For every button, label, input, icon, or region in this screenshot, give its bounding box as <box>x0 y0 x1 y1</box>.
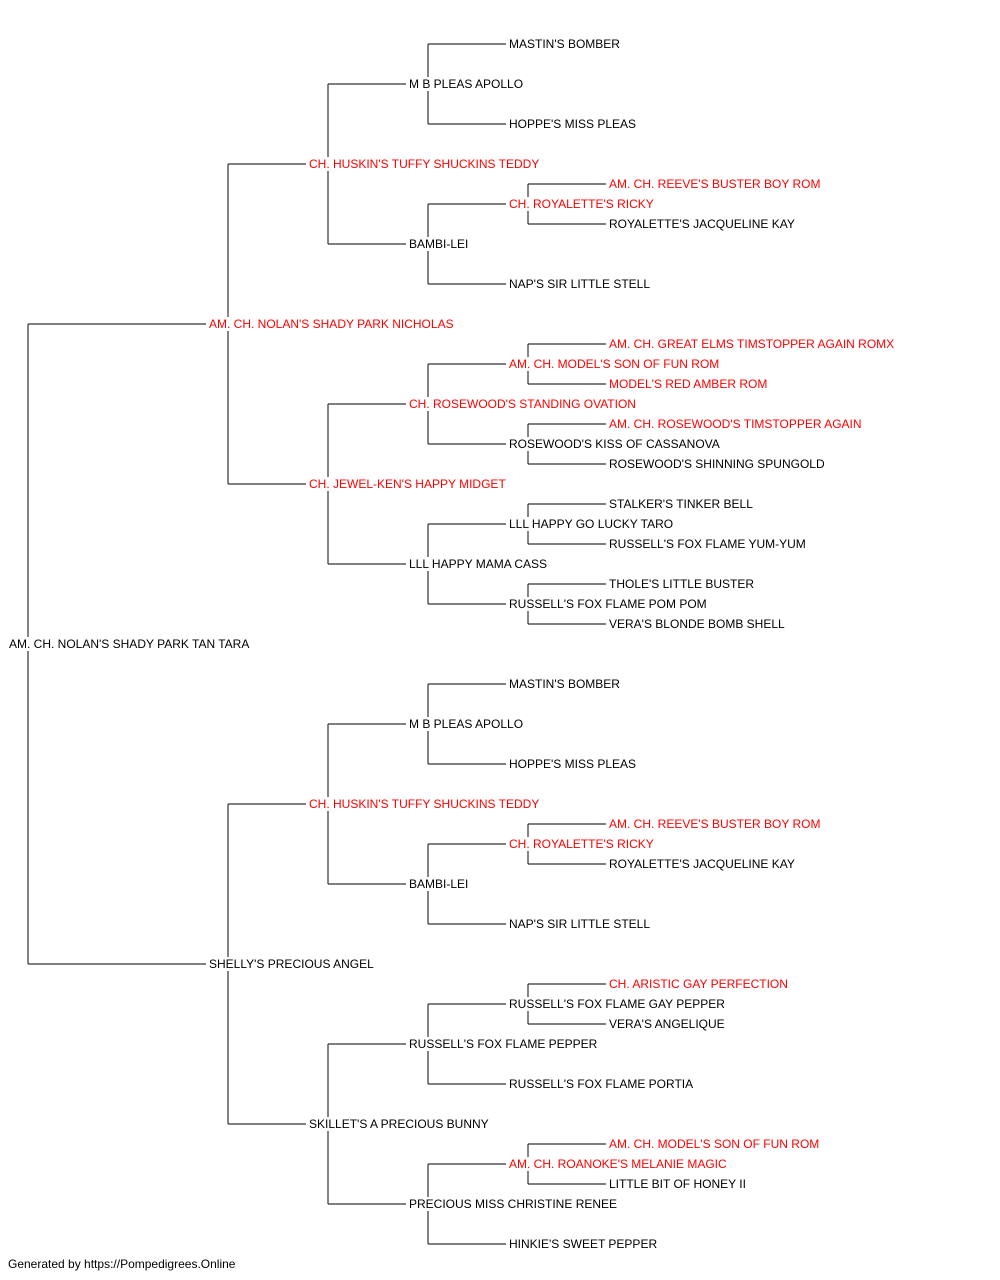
dog-name-gen1[interactable]: AM. CH. NOLAN'S SHADY PARK NICHOLAS <box>208 317 455 331</box>
dog-name-gen5[interactable]: ROSEWOOD'S SHINNING SPUNGOLD <box>608 457 826 471</box>
dog-name-gen5[interactable]: AM. CH. GREAT ELMS TIMSTOPPER AGAIN ROMX <box>608 337 896 351</box>
dog-name-gen5[interactable]: RUSSELL'S FOX FLAME YUM-YUM <box>608 537 807 551</box>
dog-name-gen5[interactable]: ROYALETTE'S JACQUELINE KAY <box>608 857 796 871</box>
dog-name-gen4[interactable]: MASTIN'S BOMBER <box>508 677 621 691</box>
dog-name-gen5[interactable]: CH. ARISTIC GAY PERFECTION <box>608 977 789 991</box>
dog-name-gen4[interactable]: AM. CH. MODEL'S SON OF FUN ROM <box>508 357 721 371</box>
dog-name-gen5[interactable]: AM. CH. REEVE'S BUSTER BOY ROM <box>608 817 822 831</box>
dog-name-gen2[interactable]: SKILLET'S A PRECIOUS BUNNY <box>308 1117 490 1131</box>
dog-name-gen3[interactable]: M B PLEAS APOLLO <box>408 77 525 91</box>
dog-name-gen2[interactable]: CH. HUSKIN'S TUFFY SHUCKINS TEDDY <box>308 797 541 811</box>
dog-name-gen3[interactable]: RUSSELL'S FOX FLAME PEPPER <box>408 1037 599 1051</box>
dog-name-gen4[interactable]: CH. ROYALETTE'S RICKY <box>508 837 655 851</box>
dog-name-gen4[interactable]: LLL HAPPY GO LUCKY TARO <box>508 517 675 531</box>
dog-name-gen4[interactable]: HOPPE'S MISS PLEAS <box>508 117 638 131</box>
dog-name-gen3[interactable]: BAMBI-LEI <box>408 877 470 891</box>
dog-name-gen5[interactable]: STALKER'S TINKER BELL <box>608 497 754 511</box>
dog-name-gen3[interactable]: M B PLEAS APOLLO <box>408 717 525 731</box>
dog-name-gen4[interactable]: HOPPE'S MISS PLEAS <box>508 757 638 771</box>
dog-name-gen0[interactable]: AM. CH. NOLAN'S SHADY PARK TAN TARA <box>8 637 251 651</box>
dog-name-gen1[interactable]: SHELLY'S PRECIOUS ANGEL <box>208 957 375 971</box>
dog-name-gen2[interactable]: CH. HUSKIN'S TUFFY SHUCKINS TEDDY <box>308 157 541 171</box>
dog-name-gen5[interactable]: THOLE'S LITTLE BUSTER <box>608 577 755 591</box>
dog-name-gen5[interactable]: MODEL'S RED AMBER ROM <box>608 377 769 391</box>
dog-name-gen4[interactable]: ROSEWOOD'S KISS OF CASSANOVA <box>508 437 721 451</box>
dog-name-gen5[interactable]: ROYALETTE'S JACQUELINE KAY <box>608 217 796 231</box>
dog-name-gen4[interactable]: NAP'S SIR LITTLE STELL <box>508 917 652 931</box>
footer-credit: Generated by https://Pompedigrees.Online <box>8 1257 236 1271</box>
dog-name-gen3[interactable]: BAMBI-LEI <box>408 237 470 251</box>
dog-name-gen4[interactable]: HINKIE'S SWEET PEPPER <box>508 1237 659 1251</box>
dog-name-gen4[interactable]: NAP'S SIR LITTLE STELL <box>508 277 652 291</box>
dog-name-gen4[interactable]: RUSSELL'S FOX FLAME POM POM <box>508 597 708 611</box>
dog-name-gen5[interactable]: VERA'S BLONDE BOMB SHELL <box>608 617 786 631</box>
dog-name-gen3[interactable]: LLL HAPPY MAMA CASS <box>408 557 549 571</box>
dog-name-gen5[interactable]: LITTLE BIT OF HONEY II <box>608 1177 747 1191</box>
dog-name-gen4[interactable]: RUSSELL'S FOX FLAME PORTIA <box>508 1077 695 1091</box>
dog-name-gen2[interactable]: CH. JEWEL-KEN'S HAPPY MIDGET <box>308 477 507 491</box>
dog-name-gen5[interactable]: AM. CH. MODEL'S SON OF FUN ROM <box>608 1137 821 1151</box>
dog-name-gen3[interactable]: PRECIOUS MISS CHRISTINE RENEE <box>408 1197 619 1211</box>
dog-name-gen5[interactable]: AM. CH. ROSEWOOD'S TIMSTOPPER AGAIN <box>608 417 863 431</box>
dog-name-gen4[interactable]: RUSSELL'S FOX FLAME GAY PEPPER <box>508 997 726 1011</box>
dog-name-gen5[interactable]: AM. CH. REEVE'S BUSTER BOY ROM <box>608 177 822 191</box>
dog-name-gen4[interactable]: AM. CH. ROANOKE'S MELANIE MAGIC <box>508 1157 728 1171</box>
dog-name-gen4[interactable]: MASTIN'S BOMBER <box>508 37 621 51</box>
dog-name-gen4[interactable]: CH. ROYALETTE'S RICKY <box>508 197 655 211</box>
dog-name-gen5[interactable]: VERA'S ANGELIQUE <box>608 1017 726 1031</box>
dog-name-gen3[interactable]: CH. ROSEWOOD'S STANDING OVATION <box>408 397 637 411</box>
